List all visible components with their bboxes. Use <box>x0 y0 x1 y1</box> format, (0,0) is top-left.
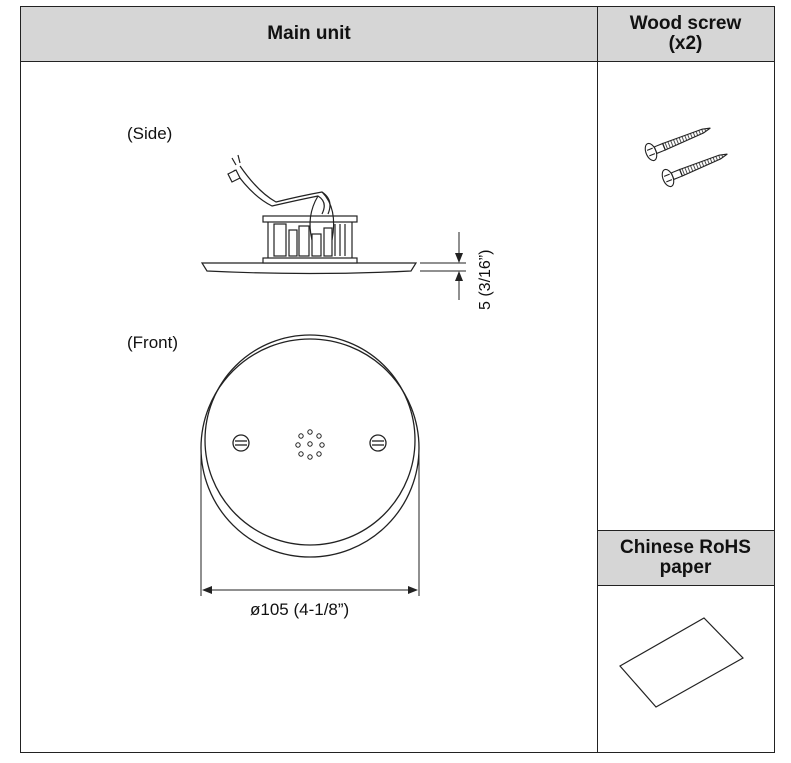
mic-holes-icon <box>295 429 325 460</box>
wood-screw-header: Wood screw (x2) <box>597 7 774 62</box>
height-dimension <box>420 232 466 300</box>
wood-screw-header-line1: Wood screw <box>629 13 742 34</box>
parts-table: Main unit Wood screw (x2) Chinese RoHS p… <box>20 6 775 753</box>
rohs-header-line2: paper <box>659 557 712 578</box>
main-unit-header: Main unit <box>21 7 597 62</box>
mount-screw-icon <box>369 434 387 452</box>
main-unit-header-text: Main unit <box>267 23 351 44</box>
mount-screw-icon <box>232 434 250 452</box>
height-dimension-label: 5 (3/16”) <box>477 250 494 310</box>
rohs-paper-header: Chinese RoHS paper <box>597 530 774 586</box>
wood-screw-icon <box>644 127 711 162</box>
side-view-label: (Side) <box>127 124 173 143</box>
rohs-header-line1: Chinese RoHS <box>620 537 751 558</box>
wood-screw-header-line2: (x2) <box>668 33 703 54</box>
wood-screw-icon <box>661 153 728 188</box>
rohs-paper-icon <box>619 617 744 708</box>
diameter-dimension <box>200 450 420 596</box>
front-view-drawing <box>200 334 420 558</box>
front-view-label: (Front) <box>127 333 178 352</box>
diameter-dimension-label: ø105 (4-1/8”) <box>250 600 350 619</box>
side-view-drawing <box>200 154 418 275</box>
column-divider <box>597 7 598 752</box>
